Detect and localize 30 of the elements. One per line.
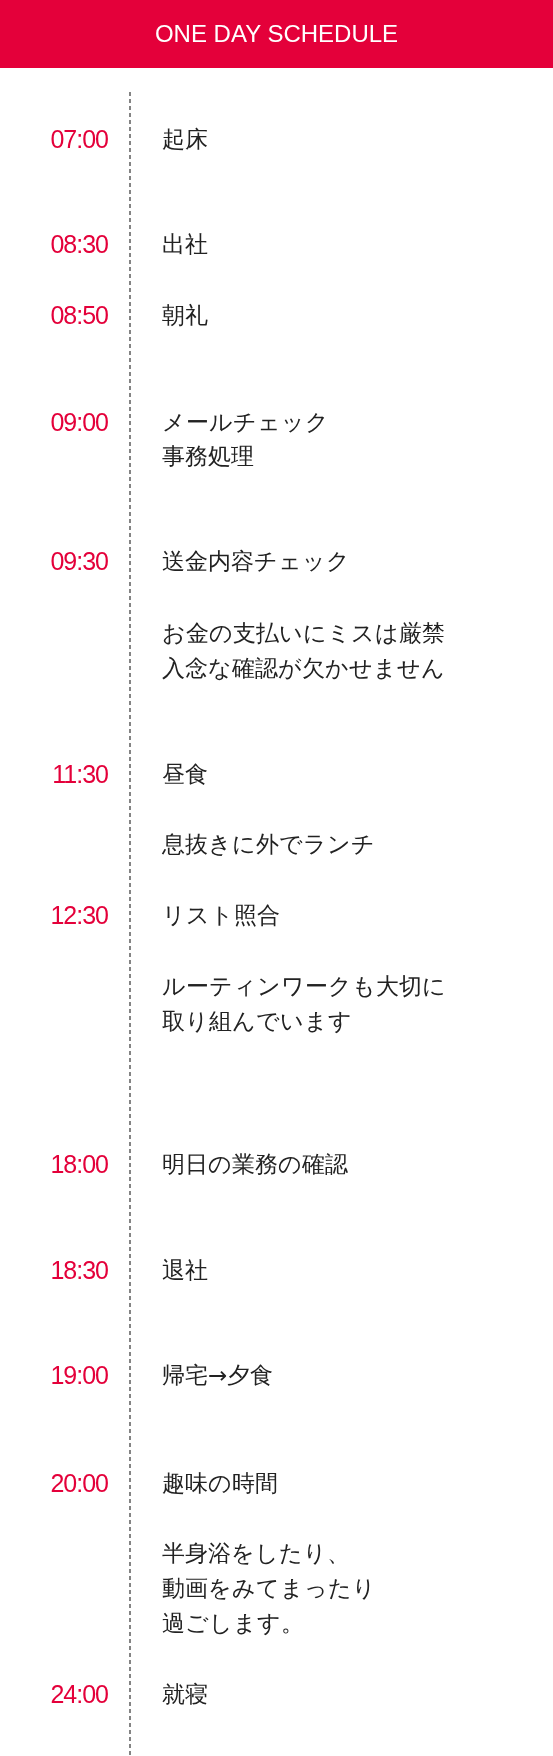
activity-text: 明日の業務の確認 <box>162 1149 348 1179</box>
activity-text: 趣味の時間 <box>162 1468 278 1498</box>
activity-text: 起床 <box>162 125 208 155</box>
activity-text: リスト照合 <box>162 901 280 931</box>
activity-text: 朝礼 <box>162 301 208 331</box>
activity-text: 出社 <box>162 229 208 259</box>
time-label: 18:00 <box>49 1148 108 1180</box>
time-label: 09:30 <box>49 546 108 578</box>
activity-text: 送金内容チェック <box>162 547 350 577</box>
time-label: 18:30 <box>49 1255 108 1286</box>
time-label: 19:00 <box>49 1360 108 1392</box>
time-label: 07:00 <box>49 124 108 156</box>
activity-text: 就寝 <box>162 1680 208 1710</box>
activity-text: 退社 <box>162 1256 208 1285</box>
activity-text: メールチェック <box>162 407 329 437</box>
title-text: ONE DAY SCHEDULE <box>153 19 400 49</box>
activity-text: 昼食 <box>162 760 208 790</box>
note-text: お金の支払いにミスは厳禁入念な確認が欠かせません <box>162 619 445 684</box>
time-label: 24:00 <box>49 1679 108 1711</box>
note-text: ルーティンワークも大切に取り組んでいます <box>162 971 446 1036</box>
activity-text: 息抜きに外でランチ <box>162 829 375 859</box>
time-label: 08:30 <box>49 228 108 260</box>
activity-text: 事務処理 <box>162 442 254 472</box>
time-label: 08:50 <box>49 300 108 332</box>
time-label: 20:00 <box>49 1467 108 1499</box>
time-label: 11:30 <box>51 759 108 791</box>
activity-text: 帰宅→夕食 <box>162 1361 274 1391</box>
time-label: 09:00 <box>49 406 108 438</box>
time-label: 12:30 <box>49 900 108 932</box>
note-text: 半身浴をしたり、動画をみてまったり過ごします。 <box>162 1539 376 1639</box>
